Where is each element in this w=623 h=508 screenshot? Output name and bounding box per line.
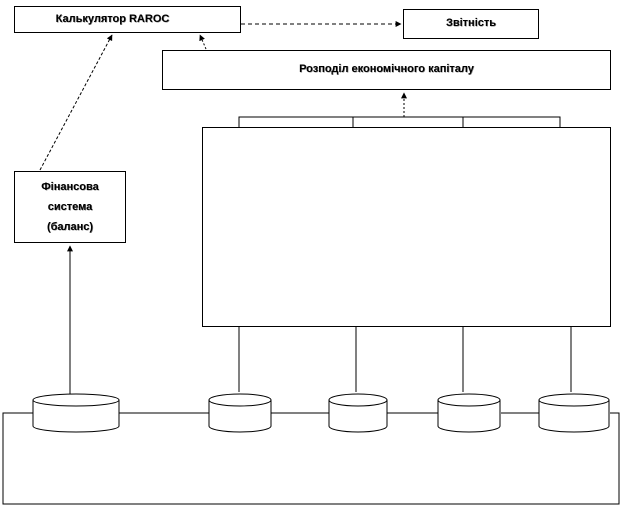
financial-system-box: Фінансова система (баланс) xyxy=(14,171,126,243)
financial-system-label: Фінансова система (баланс) xyxy=(41,181,99,233)
bottom-bus xyxy=(2,412,620,505)
database-icon xyxy=(328,393,388,433)
database-icon xyxy=(538,393,610,433)
capital-allocation-box: Розподіл економічного капіталу xyxy=(162,50,611,90)
database-icon xyxy=(32,393,120,433)
arrow-financial-to-calculator xyxy=(39,34,113,171)
database-icon xyxy=(437,393,501,433)
reporting-label: Звітність xyxy=(445,17,497,30)
raroc-calculator-box: Калькулятор RAROC xyxy=(14,6,241,33)
arrow-capital-to-calculator xyxy=(199,34,207,50)
capital-allocation-label: Розподіл економічного капіталу xyxy=(299,63,474,76)
risk-models-box xyxy=(202,127,611,327)
database-icon xyxy=(208,393,272,433)
raroc-calculator-label: Калькулятор RAROC xyxy=(55,12,170,25)
reporting-box: Звітність xyxy=(403,9,539,39)
